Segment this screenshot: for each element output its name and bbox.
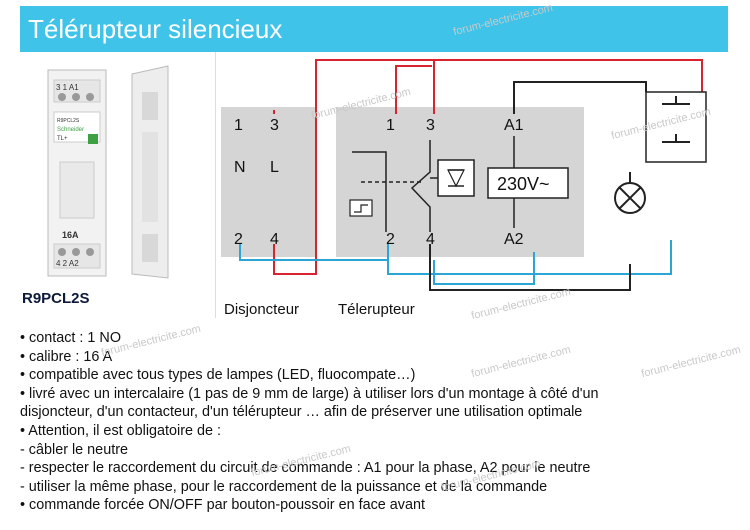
- disj-terminal-n: N: [234, 159, 246, 176]
- top-terminal-labels: 3 1 A1: [56, 83, 79, 92]
- lamp-cross: [618, 186, 642, 210]
- terminal-screw: [58, 248, 66, 256]
- disj-terminal-l: L: [270, 159, 279, 176]
- coil-voltage: 230V~: [497, 174, 550, 194]
- spacer-slot: [142, 132, 158, 222]
- coil-box: [487, 167, 569, 199]
- page-title: Télérupteur silencieux: [28, 14, 283, 44]
- product-reference: R9PCL2S: [20, 286, 215, 316]
- feature-line: • livré avec un intercalaire (1 pas de 9…: [20, 385, 599, 402]
- feature-line: • contact : 1 NO: [20, 330, 122, 346]
- output-wire-lamp: [429, 244, 631, 291]
- tl-terminal-4: 4: [426, 231, 435, 248]
- contact-line: [352, 151, 387, 232]
- title-banner: Télérupteur silencieux: [20, 6, 728, 52]
- feature-line: - utiliser la même phase, pour le raccor…: [20, 478, 548, 495]
- manual-override-icon-step: [354, 204, 368, 213]
- terminal-screw: [72, 248, 80, 256]
- brand-logo: Schneider: [57, 127, 84, 133]
- terminal-screw: [58, 93, 66, 101]
- triac-icon: [437, 159, 475, 197]
- product-image: 3 1 A1 R9PCL2S Schneider TL+ 16A 4 2 A2: [20, 52, 216, 318]
- rating-label: 16A: [62, 230, 79, 240]
- neutral-wire-a2: [433, 252, 535, 285]
- home-icon: [88, 134, 98, 144]
- product-reference-small: R9PCL2S: [57, 118, 80, 124]
- feature-list: • contact : 1 NO • calibre : 16 A • comp…: [20, 329, 740, 515]
- tl-terminal-1: 1: [386, 117, 395, 134]
- spacer-slot: [142, 234, 158, 262]
- wiring-diagram-svg: 1 3 N L 2 4 1 3 A1 2 4 A2 230V~ Disjonct…: [221, 59, 707, 318]
- disjoncteur-label: Disjoncteur: [224, 301, 299, 318]
- tl-terminal-a1: A1: [504, 117, 524, 134]
- spacer-slot: [142, 92, 158, 120]
- feature-line: • Attention, il est obligatoire de :: [20, 422, 222, 439]
- bottom-terminal-block: [53, 243, 101, 269]
- control-wire-a1: [513, 81, 647, 114]
- product-reference-label: R9PCL2S: [22, 290, 90, 307]
- disj-terminal-2: 2: [234, 231, 243, 248]
- feature-line: - câbler le neutre: [20, 441, 128, 458]
- bottom-terminal-labels: 4 2 A2: [56, 259, 79, 268]
- product-illustration: 3 1 A1 R9PCL2S Schneider TL+ 16A 4 2 A2: [47, 65, 169, 279]
- model-name: TL+: [57, 136, 68, 142]
- tl-terminal-2: 2: [386, 231, 395, 248]
- tl-terminal-3: 3: [426, 117, 435, 134]
- disjoncteur-box: [221, 107, 316, 257]
- telerupteur-label: Télerupteur: [338, 301, 415, 318]
- feature-line: • compatible avec tous types de lampes (…: [20, 367, 416, 384]
- tl-terminal-a2: A2: [504, 231, 524, 248]
- terminal-screw: [86, 93, 94, 101]
- terminal-screw: [86, 248, 94, 256]
- feature-line: disjoncteur, d'un contacteur, d'un télér…: [20, 404, 583, 421]
- feature-line: - respecter le raccordement du circuit d…: [20, 460, 591, 477]
- phase-wire-contact: [395, 65, 432, 114]
- toggle-area: [59, 161, 95, 219]
- triac-symbol: [447, 169, 465, 188]
- disj-terminal-1: 1: [234, 117, 243, 134]
- contact-switch: [410, 140, 431, 232]
- wiring-diagram: 1 3 N L 2 4 1 3 A1 2 4 A2 230V~ Disjonct…: [216, 52, 728, 322]
- feature-line: • commande forcée ON/OFF par bouton-pous…: [20, 497, 425, 514]
- feature-line: • calibre : 16 A: [20, 348, 113, 365]
- disj-terminal-4: 4: [270, 231, 279, 248]
- neutral-wire-lamp: [387, 240, 672, 275]
- phase-wire-to-pushbutton: [434, 59, 703, 92]
- disj-terminal-3: 3: [270, 117, 279, 134]
- pushbutton-frame: [645, 91, 707, 163]
- neutral-wire: [239, 244, 389, 261]
- phase-wire: [273, 59, 435, 275]
- terminal-screw: [72, 93, 80, 101]
